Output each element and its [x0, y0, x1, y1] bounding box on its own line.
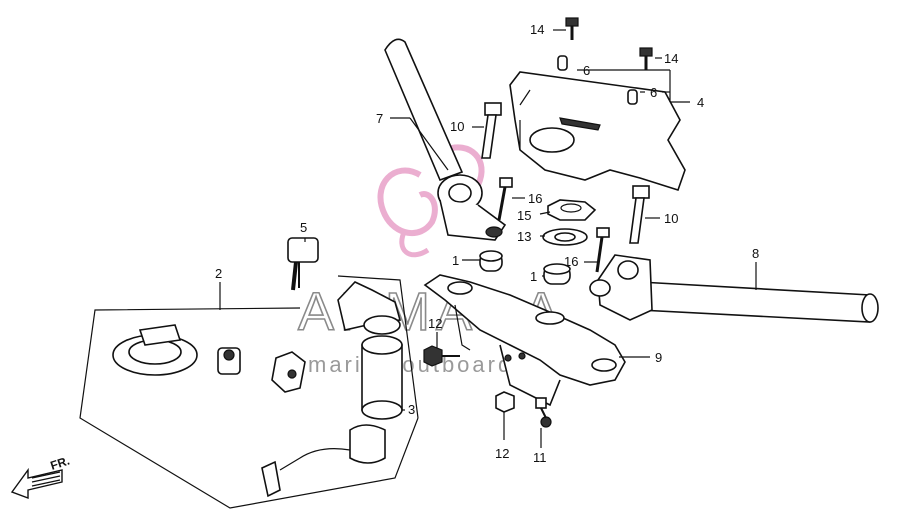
lower-holder-bracket [423, 274, 626, 407]
callout-16-upper: 16 [528, 191, 542, 206]
nut-12-a [423, 345, 460, 367]
callout-15: 15 [517, 208, 531, 223]
dowel-pin-a [557, 55, 568, 71]
watermark-tagline: marine outboards [308, 352, 527, 377]
seat-lock-cylinder [217, 347, 241, 375]
nut-12-b [495, 391, 515, 413]
bolt-11 [535, 397, 552, 428]
bolt-16-a [497, 177, 513, 221]
front-direction-label: FR. [49, 454, 72, 473]
callout-4: 4 [697, 95, 704, 110]
callout-2: 2 [215, 266, 222, 281]
nut-15 [547, 199, 597, 221]
leader-lines [219, 29, 757, 448]
bolt-10-right [629, 185, 650, 244]
callout-6-lower: 6 [650, 85, 657, 100]
handlebar-right-tube [589, 254, 879, 323]
upper-holder [509, 71, 686, 191]
callout-14-top: 14 [530, 22, 544, 37]
callout-3: 3 [408, 402, 415, 417]
bolt-10-left [481, 102, 502, 159]
ignition-switch [261, 281, 403, 498]
bolt-14-b [639, 47, 653, 70]
handlebar-left-tube [384, 38, 507, 241]
callout-11: 11 [533, 450, 547, 465]
callout-16-lower: 16 [564, 254, 578, 269]
bolt-14-a [565, 17, 579, 40]
callout-1-left: 1 [452, 253, 459, 268]
callout-1-right: 1 [530, 269, 537, 284]
dowel-pin-b [627, 89, 638, 105]
collar-upper [479, 250, 503, 272]
callout-6-top: 6 [583, 63, 590, 78]
key-set-outline [79, 307, 419, 509]
washer-13 [542, 228, 588, 246]
callout-5: 5 [300, 220, 307, 235]
helmet-lock [271, 351, 306, 393]
callout-12-upper: 12 [428, 316, 442, 331]
fuel-cap-lock [112, 324, 198, 376]
front-direction-arrow: FR. [10, 454, 72, 500]
callout-14-right: 14 [664, 51, 678, 66]
callout-10-left: 10 [450, 119, 464, 134]
callout-7: 7 [376, 111, 383, 126]
collar-right [543, 263, 571, 285]
callout-8: 8 [752, 246, 759, 261]
callout-13: 13 [517, 229, 531, 244]
callout-labels: 14 14 6 6 4 7 10 16 15 13 16 1 1 10 8 9 … [215, 22, 759, 465]
callout-10-right: 10 [664, 211, 678, 226]
callout-12-lower: 12 [495, 446, 509, 461]
callout-9: 9 [655, 350, 662, 365]
bolt-16-b [595, 227, 610, 273]
key [287, 237, 319, 291]
